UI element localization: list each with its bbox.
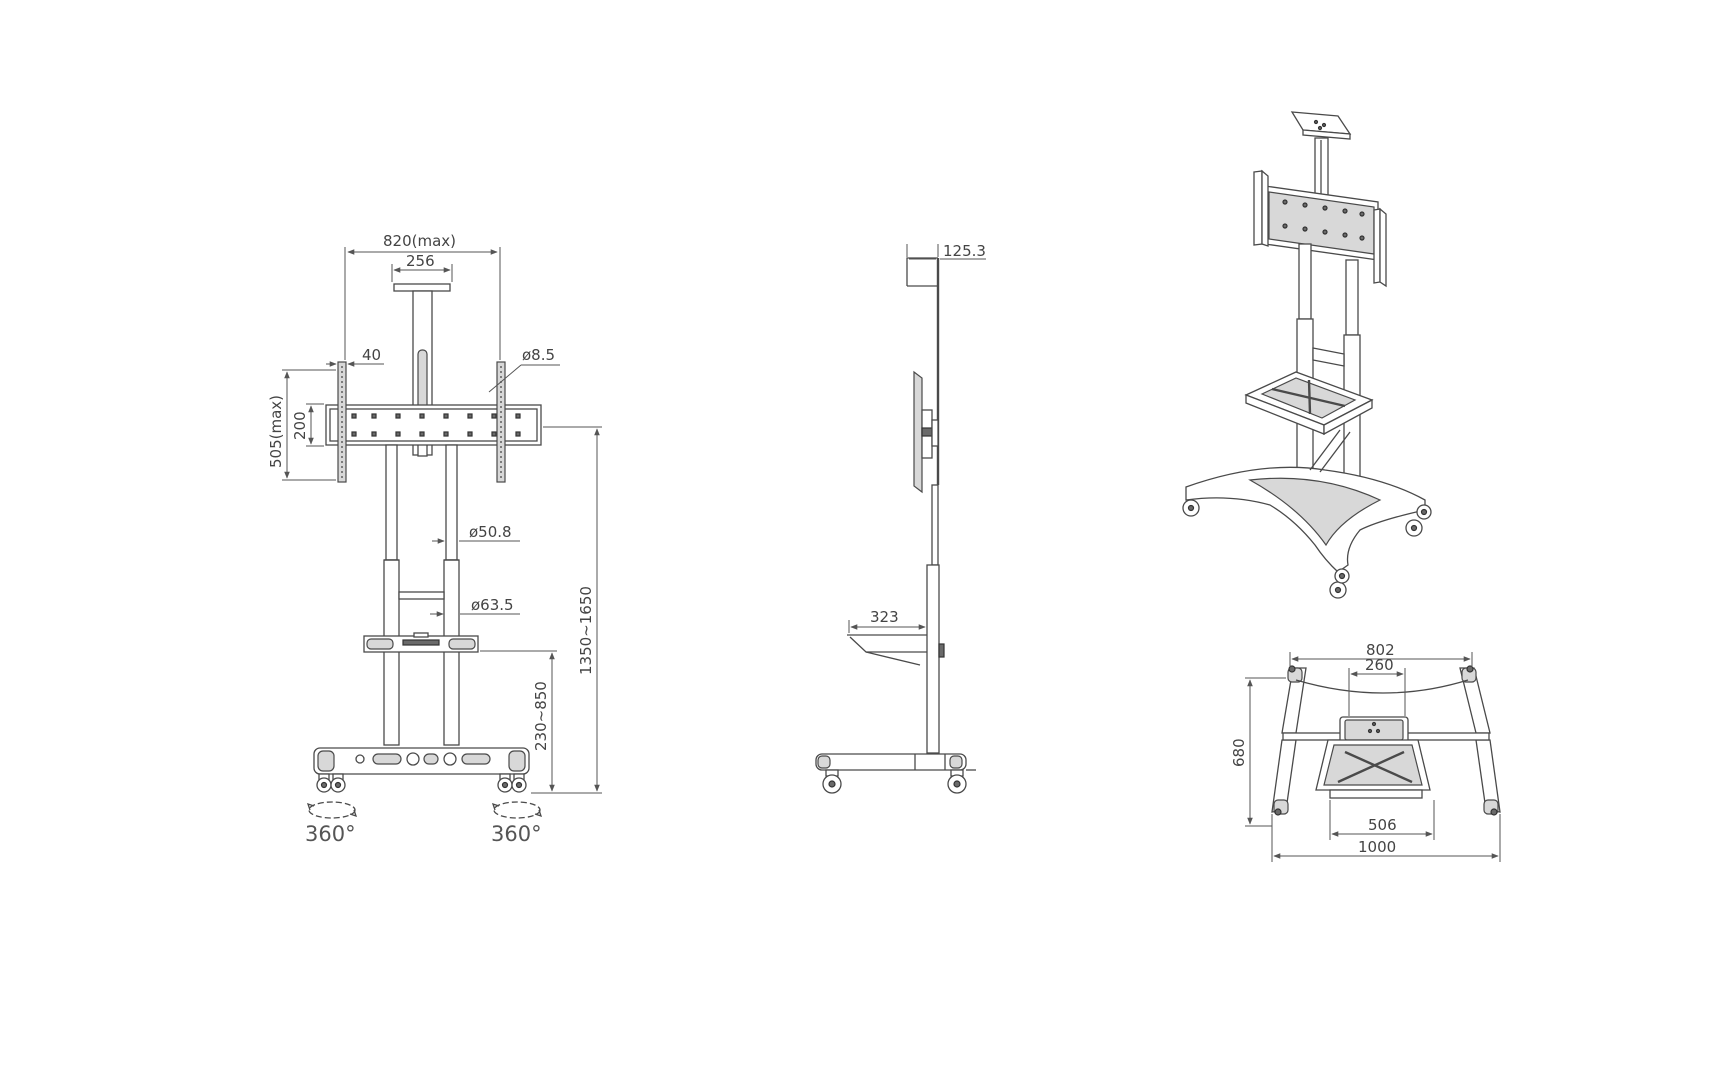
iso-poles <box>1296 243 1361 506</box>
dim-height-max: 505(max) <box>267 369 336 481</box>
front-base <box>313 747 530 775</box>
dim-inner-pole: ø50.8 <box>432 523 520 544</box>
front-wall-plate <box>325 404 542 446</box>
dim-bracket-width-label: 40 <box>362 346 381 364</box>
dim-base-depth: 680 <box>1230 677 1286 827</box>
dim-hole-diameter: ø8.5 <box>488 346 560 393</box>
dim-total-height-label: 1350~1650 <box>577 586 595 675</box>
dim-base-shelf-width-label: 506 <box>1368 816 1397 834</box>
dim-base-shelf-width: 506 <box>1329 800 1435 840</box>
base-center-plate <box>1282 679 1490 744</box>
dim-top-depth: 125.3 <box>906 242 986 260</box>
dim-inner-pole-label: ø50.8 <box>469 523 512 541</box>
side-casters <box>822 769 967 794</box>
iso-casters <box>1182 499 1432 599</box>
dim-width-max: 820(max) <box>344 232 501 360</box>
side-base <box>815 753 976 771</box>
dim-total-height: 1350~1650 <box>531 426 602 794</box>
dim-base-depth-label: 680 <box>1230 738 1248 767</box>
dim-shelf-depth-label: 323 <box>870 608 899 626</box>
dim-shelf-height: 230~850 <box>480 650 557 792</box>
dim-shelf-height-label: 230~850 <box>532 681 550 751</box>
dim-shelf-depth: 323 <box>848 608 926 633</box>
dim-base-overall-width: 1000 <box>1271 814 1501 862</box>
front-casters <box>316 773 527 793</box>
front-shelf <box>363 632 479 653</box>
side-shelf <box>847 634 927 666</box>
iso-shelf <box>1244 371 1374 436</box>
iso-vesa-brackets <box>1253 169 1387 288</box>
isometric-view <box>1182 111 1432 599</box>
base-shelf <box>1315 739 1431 799</box>
dim-top-plate: 256 <box>391 252 453 282</box>
dim-base-inner-width-label: 260 <box>1365 656 1394 674</box>
dim-base-outer-width: 802 <box>1289 641 1473 667</box>
front-view: 360° 360° 820(max) 256 40 ø8.5 <box>267 232 602 846</box>
dim-outer-pole: ø63.5 <box>430 596 520 617</box>
base-legs <box>1271 665 1501 816</box>
dim-hole-spacing: 200 <box>291 403 324 447</box>
dim-top-depth-label: 125.3 <box>943 242 986 260</box>
side-pole <box>926 484 945 754</box>
dim-hole-spacing-label: 200 <box>291 411 309 440</box>
side-view: 125.3 323 <box>815 242 986 794</box>
rotation-label-right: 360° <box>491 822 542 846</box>
dim-top-plate-label: 256 <box>406 252 435 270</box>
base-top-view: 802 260 680 506 1000 <box>1230 641 1501 862</box>
rotation-arrows <box>306 801 543 819</box>
dim-base-inner-width: 260 <box>1348 656 1406 716</box>
dim-hole-diameter-label: ø8.5 <box>522 346 555 364</box>
side-wall-plate <box>913 370 939 494</box>
rotation-label-left: 360° <box>305 822 356 846</box>
dim-bracket-width: 40 <box>326 346 384 367</box>
front-poles <box>383 444 460 746</box>
iso-wall-plate <box>1264 185 1379 261</box>
dim-width-max-label: 820(max) <box>383 232 456 250</box>
side-top-bracket <box>906 257 940 485</box>
dim-outer-pole-label: ø63.5 <box>471 596 514 614</box>
dim-base-overall-width-label: 1000 <box>1358 838 1396 856</box>
dim-height-max-label: 505(max) <box>267 395 285 468</box>
front-vesa-brackets <box>337 361 506 483</box>
iso-base <box>1185 429 1426 573</box>
dim-base-outer-width-label: 802 <box>1366 641 1395 659</box>
